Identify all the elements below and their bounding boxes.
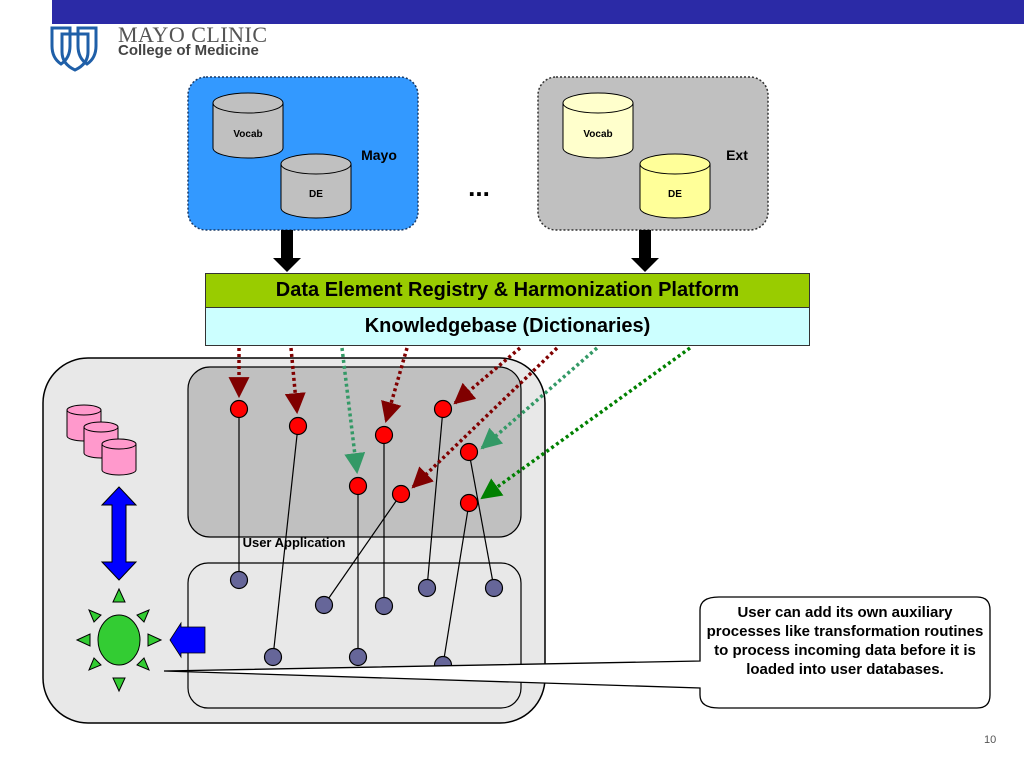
process-node[interactable] [417,578,437,598]
data-element-nodes [229,399,479,513]
process-node[interactable] [263,647,283,667]
logo-title: MAYO CLINIC [118,22,268,47]
mayo-de-database-icon [280,153,352,219]
source-mayo: Vocab DE Mayo [187,76,419,231]
ext-de-label: DE [668,189,682,200]
node-connectors [238,408,495,666]
callout-text: User can add its own auxiliary processes… [706,604,984,678]
platform-title: Data Element Registry & Harmonization Pl… [205,273,810,308]
data-node[interactable] [288,416,308,436]
ext-down-arrow-icon [631,230,659,272]
header-bar [52,0,1024,24]
data-node[interactable] [459,442,479,462]
data-node[interactable] [229,399,249,419]
callout-bubble [163,596,991,709]
ellipsis: ... [468,172,490,202]
data-node[interactable] [348,476,368,496]
data-node[interactable] [374,425,394,445]
data-node[interactable] [433,399,453,419]
mapping-arrows [228,346,692,500]
bidirectional-arrow-icon [100,486,138,581]
mayo-label: Mayo [361,147,397,163]
auxiliary-process-sun-icon [75,587,163,693]
ext-vocab-label: Vocab [583,129,612,140]
ext-vocab-database-icon [562,92,634,159]
process-node[interactable] [348,647,368,667]
process-nodes [229,570,504,675]
user-databases-icon [66,404,137,476]
process-node[interactable] [484,578,504,598]
knowledgebase-title: Knowledgebase (Dictionaries) [205,308,810,346]
left-arrow-icon [169,621,206,659]
ext-label: Ext [726,147,748,163]
ext-de-database-icon [639,153,711,219]
process-node[interactable] [314,595,334,615]
mayo-vocab-label: Vocab [233,129,262,140]
process-node[interactable] [374,596,394,616]
source-ext: Vocab DE Ext [537,76,769,231]
data-node[interactable] [391,484,411,504]
mayo-down-arrow-icon [273,230,301,272]
mayo-de-label: DE [309,189,323,200]
process-node[interactable] [229,570,249,590]
page-number: 10 [984,734,997,746]
user-application-label: User Application [243,535,346,550]
mayo-vocab-database-icon [212,92,284,159]
logo-subtitle: College of Medicine [118,42,259,59]
mayo-shield-logo-icon [50,26,98,72]
data-node[interactable] [459,493,479,513]
